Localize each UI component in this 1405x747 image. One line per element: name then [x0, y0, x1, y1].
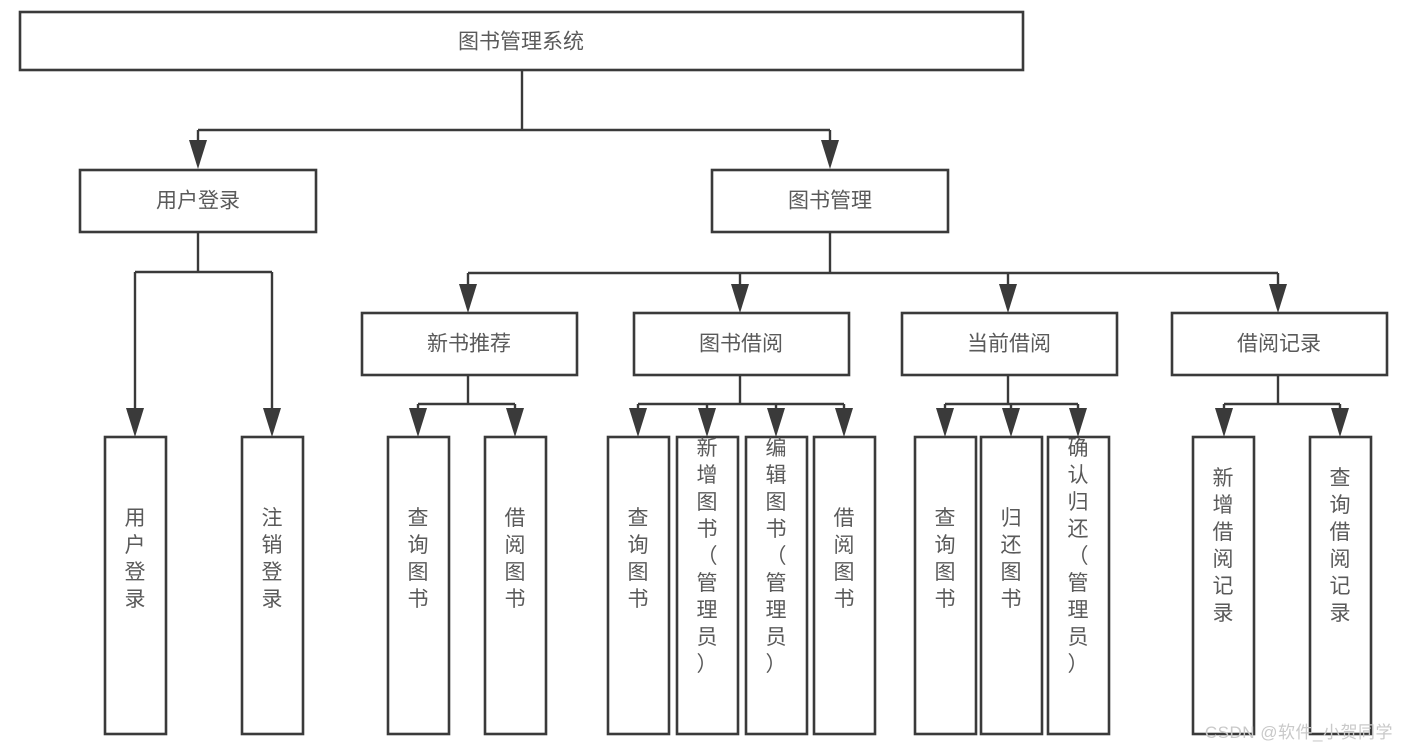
node-leaf-confirm-return[interactable]: 确认归还（管理员） [1046, 435, 1111, 736]
node-new-book-recommend[interactable]: 新书推荐 [360, 311, 579, 377]
arrow-head-leaf-confirm-return [1069, 408, 1087, 437]
node-leaf-borrow-book-2-box[interactable] [812, 435, 877, 736]
node-root[interactable]: 图书管理系统 [18, 10, 1025, 72]
arrow-head-leaf-user-logout [263, 408, 281, 437]
node-leaf-borrow-book-1-label: 借阅图书 [505, 507, 526, 611]
arrow-head-leaf-query-record [1331, 408, 1349, 437]
node-leaf-add-record[interactable]: 新增借阅记录 [1191, 435, 1256, 736]
node-leaf-borrow-book-2-label: 借阅图书 [834, 507, 855, 611]
node-leaf-query-record-label: 查询借阅记录 [1330, 467, 1351, 625]
arrow-head-user-login [189, 140, 207, 169]
arrow-head-leaf-query-book-2 [629, 408, 647, 437]
node-current-borrow[interactable]: 当前借阅 [900, 311, 1119, 377]
node-leaf-query-book-1-label: 查询图书 [408, 507, 429, 611]
node-current-borrow-label: 当前借阅 [967, 333, 1051, 356]
node-new-book-recommend-box[interactable] [360, 311, 579, 377]
node-leaf-confirm-return-label: 确认归还（管理员） [1068, 437, 1089, 676]
csdn-watermark: CSDN @软件_小贺同学 [1204, 723, 1393, 742]
node-new-book-recommend-label: 新书推荐 [427, 333, 511, 356]
node-borrow-record-box[interactable] [1170, 311, 1389, 377]
arrow-head-leaf-user-login [126, 408, 144, 437]
arrow-head-leaf-borrow-book-1 [506, 408, 524, 437]
node-leaf-user-login[interactable]: 用户登录 [103, 435, 168, 736]
node-leaf-add-book-box[interactable] [675, 435, 740, 736]
node-leaf-edit-book[interactable]: 编辑图书（管理员） [744, 435, 809, 736]
node-leaf-borrow-book-1[interactable]: 借阅图书 [483, 435, 548, 736]
node-leaf-user-logout-label: 注销登录 [262, 507, 283, 611]
node-leaf-edit-book-box[interactable] [744, 435, 809, 736]
node-leaf-add-record-label: 新增借阅记录 [1213, 467, 1234, 625]
node-book-borrow[interactable]: 图书借阅 [632, 311, 851, 377]
node-book-borrow-label: 图书借阅 [699, 333, 783, 356]
node-leaf-query-record[interactable]: 查询借阅记录 [1308, 435, 1373, 736]
node-leaf-query-book-1[interactable]: 查询图书 [386, 435, 451, 736]
node-leaf-query-record-box[interactable] [1308, 435, 1373, 736]
node-borrow-record-label: 借阅记录 [1237, 333, 1321, 356]
node-leaf-query-book-2-label: 查询图书 [628, 507, 649, 611]
node-leaf-edit-book-label: 编辑图书（管理员） [766, 437, 787, 676]
connector-layer [126, 70, 1349, 437]
node-user-login[interactable]: 用户登录 [78, 168, 318, 234]
node-leaf-query-book-3[interactable]: 查询图书 [913, 435, 978, 736]
arrow-head-book-borrow [731, 284, 749, 313]
node-user-login-box[interactable] [78, 168, 318, 234]
node-leaf-confirm-return-box[interactable] [1046, 435, 1111, 736]
node-book-manage-box[interactable] [710, 168, 950, 234]
node-leaf-query-book-3-label: 查询图书 [935, 507, 956, 611]
arrow-head-book-manage [821, 140, 839, 169]
node-current-borrow-box[interactable] [900, 311, 1119, 377]
node-leaf-borrow-book-1-box[interactable] [483, 435, 548, 736]
arrow-head-leaf-add-book [698, 408, 716, 437]
arrow-head-new-book-recommend [459, 284, 477, 313]
node-borrow-record[interactable]: 借阅记录 [1170, 311, 1389, 377]
node-leaf-return-book-label: 归还图书 [1001, 507, 1022, 611]
arrow-head-borrow-record [1269, 284, 1287, 313]
node-leaf-return-book[interactable]: 归还图书 [979, 435, 1044, 736]
node-root-box[interactable] [18, 10, 1025, 72]
node-leaf-add-book[interactable]: 新增图书（管理员） [675, 435, 740, 736]
node-leaf-user-logout[interactable]: 注销登录 [240, 435, 305, 736]
arrow-head-leaf-borrow-book-2 [835, 408, 853, 437]
node-leaf-query-book-3-box[interactable] [913, 435, 978, 736]
node-leaf-query-book-2-box[interactable] [606, 435, 671, 736]
node-book-manage-label: 图书管理 [788, 190, 872, 213]
arrow-head-leaf-query-book-3 [936, 408, 954, 437]
node-leaf-user-logout-box[interactable] [240, 435, 305, 736]
node-user-login-label: 用户登录 [156, 190, 240, 213]
node-book-borrow-box[interactable] [632, 311, 851, 377]
node-leaf-user-login-box[interactable] [103, 435, 168, 736]
node-leaf-return-book-box[interactable] [979, 435, 1044, 736]
arrow-head-leaf-return-book [1002, 408, 1020, 437]
arrow-head-leaf-add-record [1215, 408, 1233, 437]
node-leaf-query-book-1-box[interactable] [386, 435, 451, 736]
arrow-head-leaf-edit-book [767, 408, 785, 437]
node-book-manage[interactable]: 图书管理 [710, 168, 950, 234]
node-leaf-add-book-label: 新增图书（管理员） [697, 437, 718, 676]
arrow-head-leaf-query-book-1 [409, 408, 427, 437]
arrow-head-current-borrow [999, 284, 1017, 313]
node-root-label: 图书管理系统 [458, 31, 584, 54]
node-leaf-user-login-label: 用户登录 [125, 507, 146, 611]
node-leaf-borrow-book-2[interactable]: 借阅图书 [812, 435, 877, 736]
node-leaf-add-record-box[interactable] [1191, 435, 1256, 736]
node-leaf-query-book-2[interactable]: 查询图书 [606, 435, 671, 736]
